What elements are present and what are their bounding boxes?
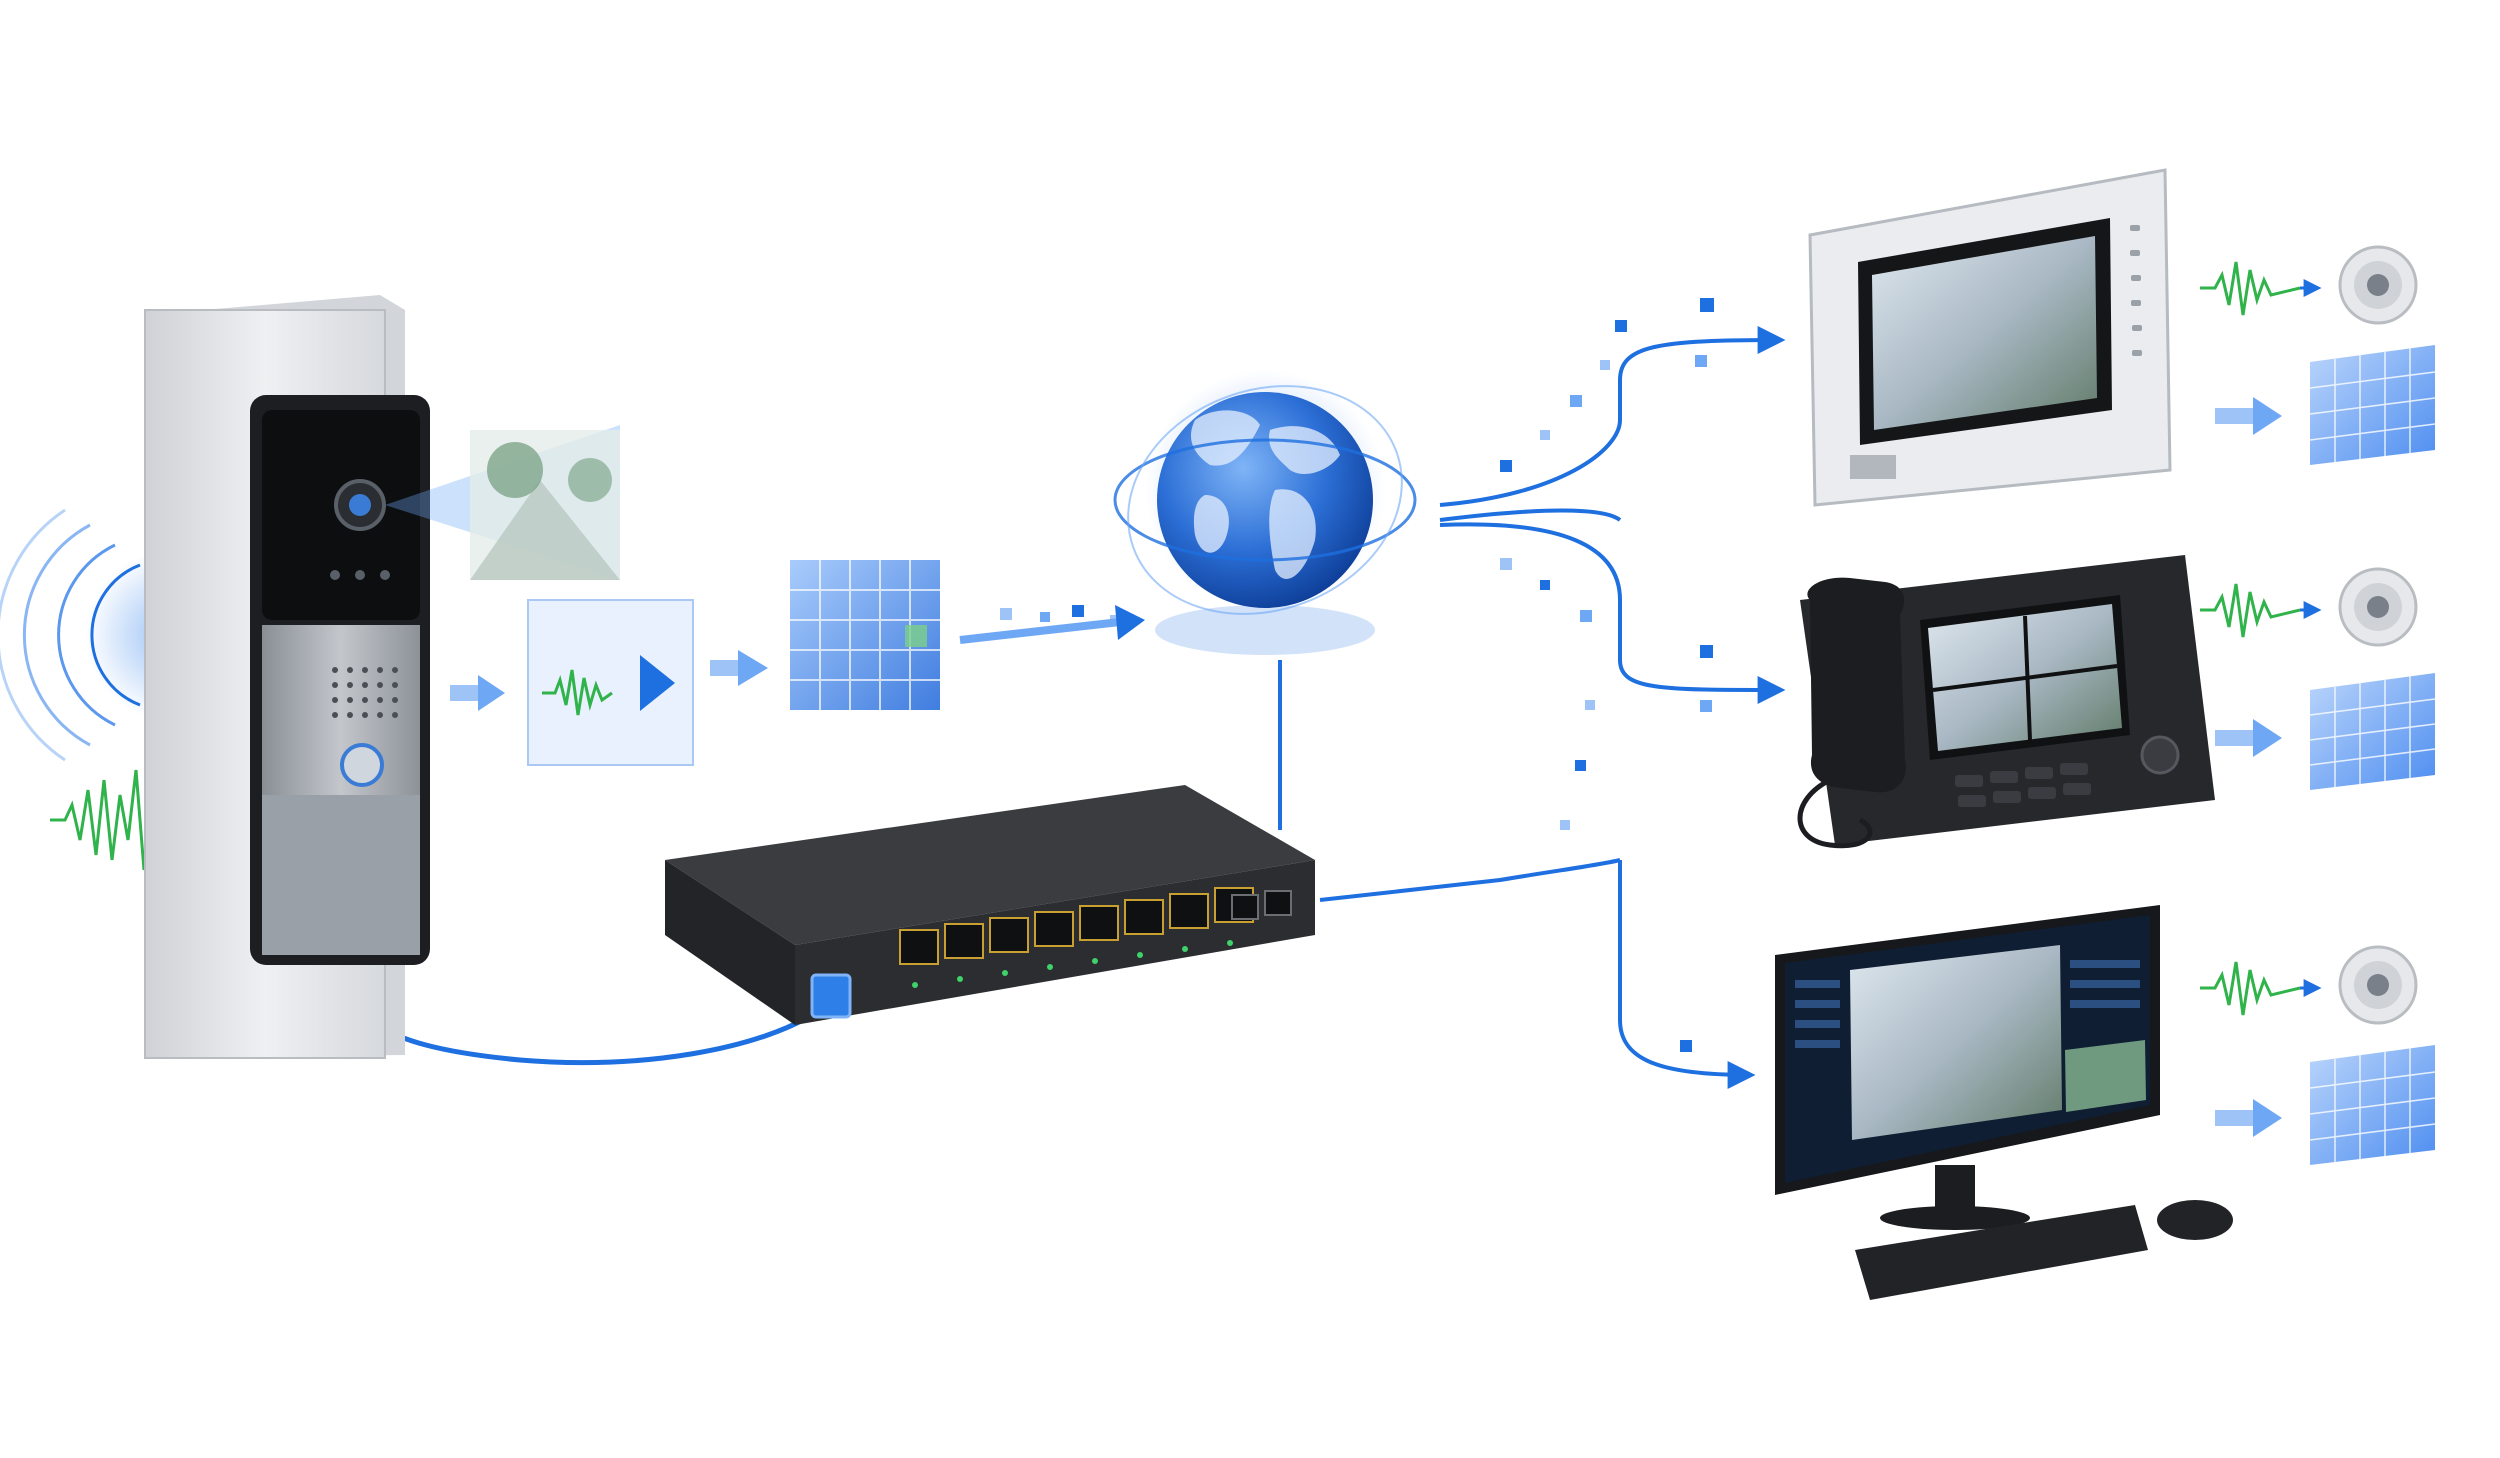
keyboard-icon: [1855, 1205, 2148, 1300]
speaker-icon: [2338, 567, 2418, 647]
pixel-grid-icon: [2309, 345, 2436, 465]
branch-to-pc: [1618, 860, 1756, 1089]
output-indoor-monitor: [2200, 245, 2436, 465]
data-cube-icon: [790, 560, 940, 710]
network-switch-icon: [665, 785, 1315, 1025]
indoor-monitor-icon: [1808, 168, 2172, 507]
sfp-ports: [1231, 890, 1292, 920]
audio-video-frame-icon: [527, 599, 694, 766]
connection-lines: [342, 326, 1786, 1089]
desk-phone-icon: [1797, 555, 2215, 849]
mouse-icon: [2157, 1200, 2233, 1240]
flow-arrow-2: [710, 650, 768, 686]
pixel-grid-icon: [2309, 673, 2436, 790]
phone-handset-icon: [1807, 577, 1906, 793]
flow-arrow-3: [959, 605, 1145, 644]
branch-to-phone: [1439, 522, 1786, 704]
status-leds: [912, 940, 1233, 988]
flow-arrow-1: [450, 675, 505, 711]
speaker-icon: [2338, 945, 2418, 1025]
branch-to-monitor: [1439, 326, 1786, 507]
door-station: [144, 295, 430, 1059]
desktop-computer-icon: [1775, 905, 2233, 1300]
pixel-grid-icon: [2309, 1045, 2436, 1165]
rj45-plug: [810, 973, 852, 1019]
call-button-icon: [340, 743, 384, 787]
output-desk-phone: [2200, 567, 2436, 790]
globe-icon: [1113, 370, 1417, 655]
speaker-icon: [2338, 245, 2418, 325]
data-packet-squares: [1000, 298, 1714, 1052]
camera-view-icon: [385, 425, 620, 580]
line-switch-to-hub: [1319, 858, 1621, 902]
rj45-ports: [899, 887, 1254, 965]
line-globe-to-hub: [1439, 508, 1622, 522]
speaker-grille: [332, 667, 398, 718]
output-pc: [2200, 945, 2436, 1165]
